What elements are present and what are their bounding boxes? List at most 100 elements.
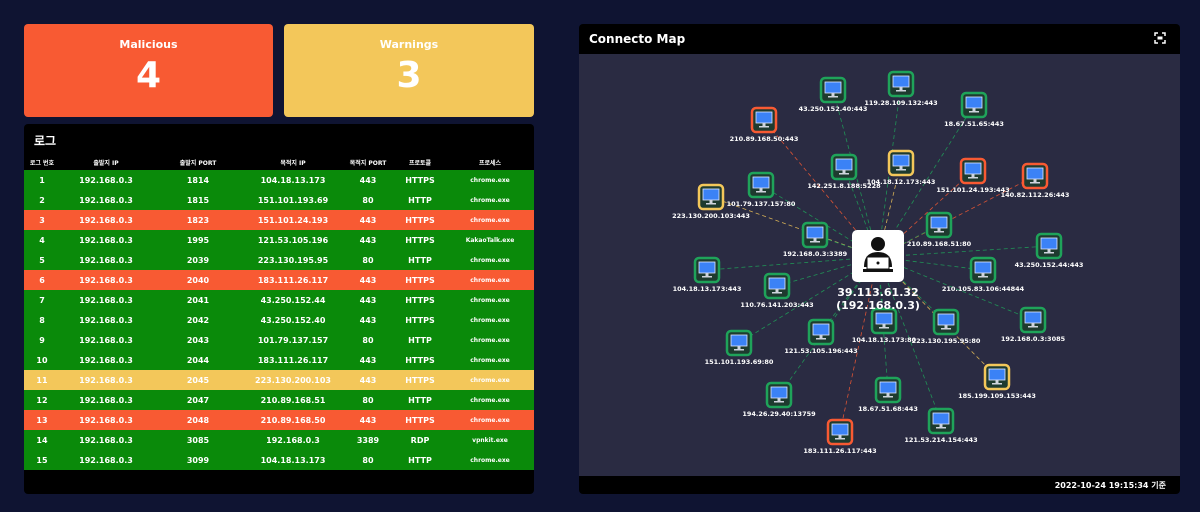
table-cell: HTTPS (394, 350, 446, 370)
network-node[interactable]: 194.26.29.40:13759 (742, 381, 816, 418)
table-cell: 443 (342, 350, 394, 370)
table-cell: chrome.exe (446, 310, 534, 330)
center-host-node[interactable]: 39.113.61.32(192.168.0.3) (836, 230, 920, 312)
table-cell: 151.101.193.69 (244, 190, 342, 210)
table-cell: 443 (342, 370, 394, 390)
table-cell: HTTPS (394, 410, 446, 430)
network-node[interactable]: 18.67.51.68:443 (858, 376, 918, 413)
node-label: 194.26.29.40:13759 (742, 410, 816, 418)
network-node[interactable]: 210.89.168.50:443 (730, 106, 799, 143)
monitor-icon (698, 261, 716, 278)
monitor-icon (930, 216, 948, 233)
network-node[interactable]: 183.111.26.117:443 (803, 418, 877, 455)
node-label: 151.101.24.193:443 (936, 186, 1009, 194)
network-node[interactable]: 151.101.24.193:443 (936, 157, 1010, 194)
table-cell: vpnkit.exe (446, 430, 534, 450)
node-label: 183.111.26.117:443 (803, 447, 876, 455)
table-cell: 192.168.0.3 (60, 230, 152, 250)
table-cell: chrome.exe (446, 330, 534, 350)
network-node[interactable]: 104.18.12.173:443 (867, 149, 936, 186)
table-cell: 443 (342, 210, 394, 230)
table-cell: 1815 (152, 190, 244, 210)
malicious-label: Malicious (119, 38, 178, 51)
table-cell: 192.168.0.3 (60, 350, 152, 370)
network-node[interactable]: 210.105.83.106:44844 (942, 256, 1025, 293)
monitor-icon (892, 154, 910, 171)
network-node[interactable]: 110.76.141.203:443 (740, 272, 814, 309)
node-label: 151.101.193.69:80 (705, 358, 774, 366)
node-label: 18.67.51.68:443 (858, 405, 918, 413)
monitor-icon (730, 334, 748, 351)
network-node[interactable]: 185.199.109.153:443 (958, 363, 1036, 400)
table-cell: 2 (24, 190, 60, 210)
monitor-icon (824, 81, 842, 98)
node-label: 210.89.168.51:80 (907, 240, 972, 248)
table-cell: chrome.exe (446, 450, 534, 470)
table-cell: 443 (342, 230, 394, 250)
table-cell: 12 (24, 390, 60, 410)
network-node[interactable]: 140.82.112.26:443 (1001, 162, 1070, 199)
network-node[interactable]: 192.168.0.3:3085 (1001, 306, 1066, 343)
fullscreen-icon[interactable] (1154, 32, 1166, 44)
node-label: 140.82.112.26:443 (1001, 191, 1070, 199)
node-label: 110.76.141.203:443 (740, 301, 813, 309)
node-label: 121.53.214.154:443 (904, 436, 977, 444)
network-node[interactable]: 119.28.109.132:443 (864, 70, 938, 107)
network-node[interactable]: 43.250.152.40:443 (799, 76, 868, 113)
network-node[interactable]: 43.250.152.44:443 (1015, 232, 1084, 269)
table-cell: HTTPS (394, 270, 446, 290)
network-node[interactable]: 121.53.214.154:443 (904, 407, 978, 444)
connection-line (706, 256, 879, 271)
table-cell: chrome.exe (446, 190, 534, 210)
network-node[interactable]: 18.67.51.65:443 (944, 91, 1004, 128)
network-node[interactable]: 142.251.8.188:5228 (807, 153, 881, 190)
monitor-icon (965, 96, 983, 113)
table-cell: 2042 (152, 310, 244, 330)
network-node[interactable]: 101.79.137.157:80 (727, 171, 796, 208)
node-label: 142.251.8.188:5228 (807, 182, 881, 190)
table-cell: HTTP (394, 250, 446, 270)
table-cell: 9 (24, 330, 60, 350)
table-cell: 80 (342, 450, 394, 470)
table-cell: 80 (342, 250, 394, 270)
table-cell: chrome.exe (446, 390, 534, 410)
network-node[interactable]: 121.53.105.196:443 (784, 318, 858, 355)
table-cell: 121.53.105.196 (244, 230, 342, 250)
table-cell: 14 (24, 430, 60, 450)
table-cell: 80 (342, 190, 394, 210)
table-cell: chrome.exe (446, 350, 534, 370)
table-cell: chrome.exe (446, 410, 534, 430)
network-node[interactable]: 223.130.195.95:80 (912, 308, 981, 345)
table-cell: 192.168.0.3 (60, 270, 152, 290)
network-node[interactable]: 151.101.193.69:80 (705, 329, 774, 366)
log-column-header: 로그 번호 (29, 159, 55, 167)
network-node[interactable]: 210.89.168.51:80 (907, 211, 972, 248)
node-label: 210.105.83.106:44844 (942, 285, 1025, 293)
table-cell: 192.168.0.3 (60, 450, 152, 470)
table-cell: chrome.exe (446, 250, 534, 270)
table-cell: 192.168.0.3 (60, 410, 152, 430)
network-node[interactable]: 104.18.13.173:80 (852, 307, 917, 344)
network-node[interactable]: 104.18.13.173:443 (673, 256, 742, 293)
table-cell: 15 (24, 450, 60, 470)
network-node[interactable]: 223.130.200.103:443 (672, 183, 750, 220)
log-column-header: 프로토콜 (408, 159, 432, 167)
network-node[interactable]: 192.168.0.3:3389 (783, 221, 848, 258)
